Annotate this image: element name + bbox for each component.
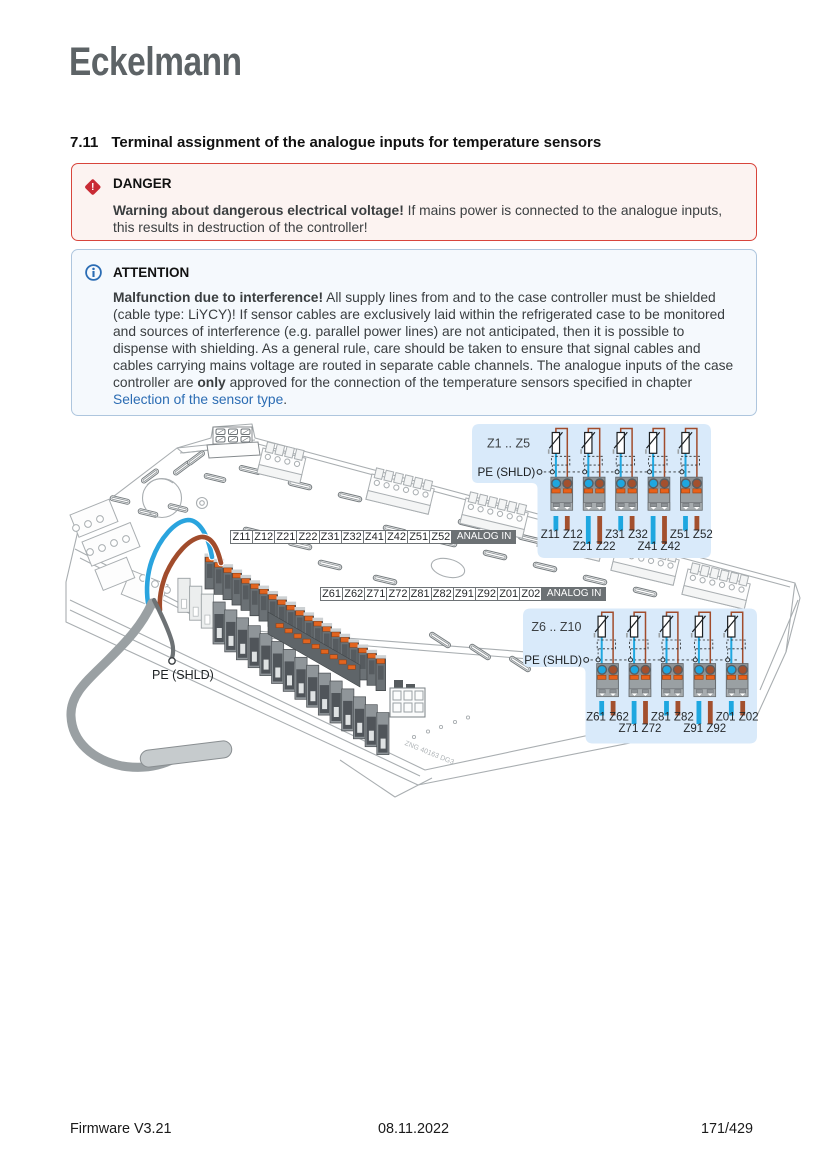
svg-text:Z11 Z12: Z11 Z12 xyxy=(541,529,583,541)
svg-text:Z41 Z42: Z41 Z42 xyxy=(638,541,681,553)
svg-text:PE (SHLD): PE (SHLD) xyxy=(524,654,582,667)
svg-text:Z71 Z72: Z71 Z72 xyxy=(619,723,662,735)
svg-text:PE (SHLD): PE (SHLD) xyxy=(477,466,535,479)
svg-text:PE (SHLD): PE (SHLD) xyxy=(152,668,214,682)
svg-text:Z01 Z02: Z01 Z02 xyxy=(716,712,759,724)
svg-text:Z31 Z32: Z31 Z32 xyxy=(605,529,648,541)
svg-text:Z51 Z52: Z51 Z52 xyxy=(670,529,713,541)
svg-text:Z1 .. Z5: Z1 .. Z5 xyxy=(487,437,530,451)
svg-text:Z81 Z82: Z81 Z82 xyxy=(651,712,694,724)
svg-text:Z21 Z22: Z21 Z22 xyxy=(573,541,616,553)
svg-text:Z61 Z62: Z61 Z62 xyxy=(586,712,629,724)
svg-text:Z6 .. Z10: Z6 .. Z10 xyxy=(531,620,581,634)
svg-text:Z91 Z92: Z91 Z92 xyxy=(683,723,726,735)
